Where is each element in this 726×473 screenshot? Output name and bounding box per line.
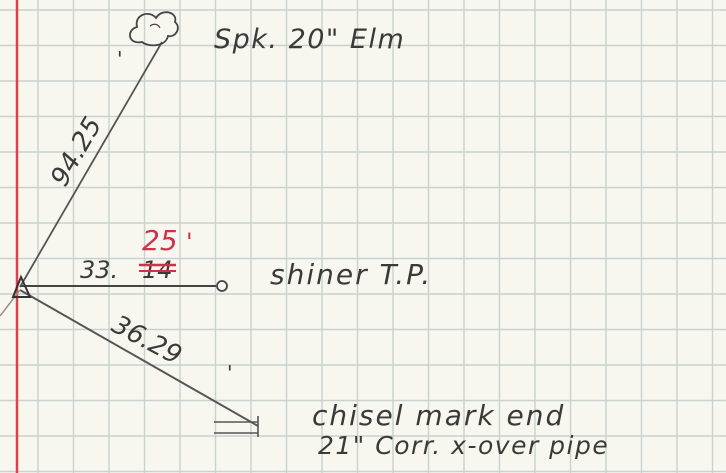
- distance-to-shiner-prefix: 33.: [80, 256, 118, 284]
- tree-icon-detail: [149, 23, 161, 29]
- line-to-chisel: [19, 289, 259, 427]
- shiner-circle: [216, 280, 228, 292]
- instrument-point-triangle: [11, 274, 32, 298]
- shiner-label: shiner T.P.: [270, 258, 432, 291]
- tree-label: Spk. 20" Elm: [214, 24, 405, 55]
- distance-to-chisel-tick: ': [227, 361, 233, 385]
- distance-to-shiner-correction: 25: [142, 224, 178, 257]
- chisel-label-line2: 21" Corr. x-over pipe: [318, 431, 609, 460]
- chisel-label-line1: chisel mark end: [312, 399, 565, 432]
- chisel-mark-symbol: [214, 416, 259, 437]
- distance-to-tree-tick: ': [117, 47, 123, 71]
- distance-to-shiner-correction-tick: ': [186, 228, 193, 256]
- back-line: [0, 289, 21, 317]
- line-to-tree: [19, 41, 163, 288]
- tree-icon: [129, 11, 179, 47]
